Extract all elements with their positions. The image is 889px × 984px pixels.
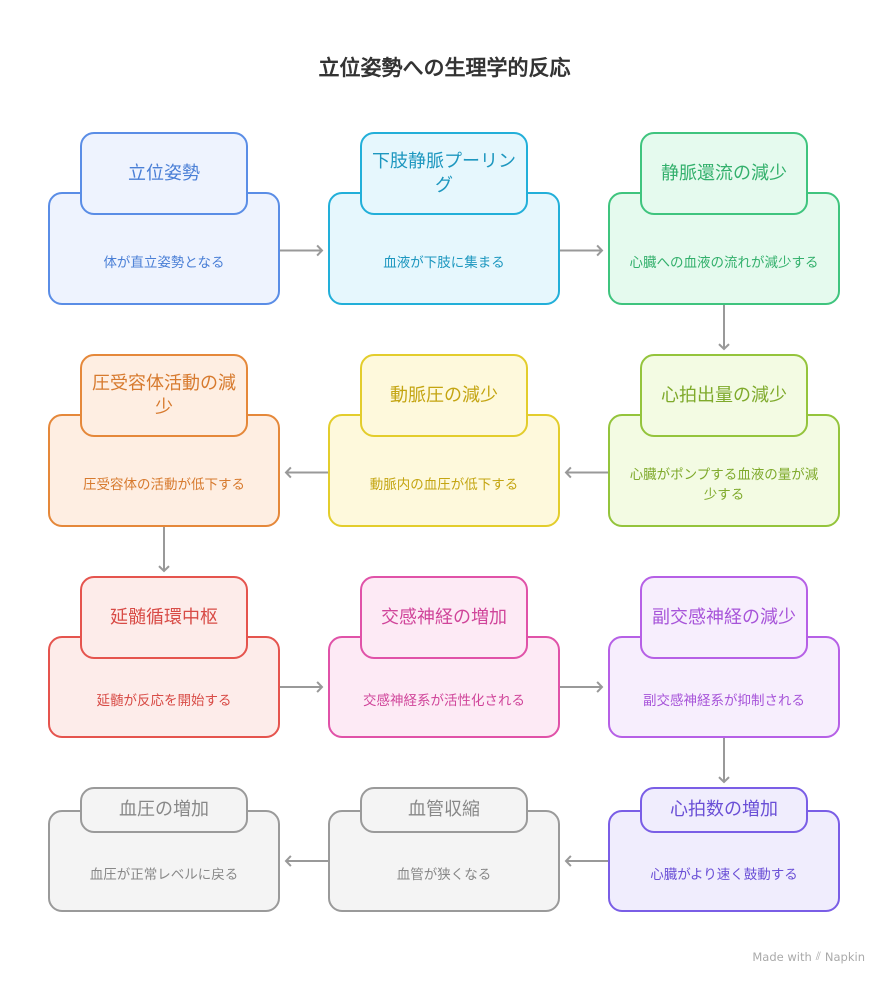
arrow-connector: [564, 855, 608, 867]
node-heading: 延髄循環中枢: [80, 576, 248, 659]
arrow-connector: [280, 244, 324, 257]
arrow-connector: [158, 527, 170, 573]
napkin-watermark: Made with ⫽ Napkin: [752, 949, 865, 964]
arrow-connector: [560, 244, 604, 257]
node-heading: 動脈圧の減少: [360, 354, 528, 437]
node-heading: 副交感神経の減少: [640, 576, 808, 659]
arrow-connector: [718, 738, 730, 784]
made-with-label: Made with: [752, 949, 812, 964]
brand-label: Napkin: [824, 949, 865, 964]
arrow-connector: [560, 681, 604, 693]
arrow-connector: [284, 466, 328, 479]
node-heading: 交感神経の増加: [360, 576, 528, 659]
node-heading: 心拍数の増加: [640, 787, 808, 833]
node-heading: 圧受容体活動の減少: [80, 354, 248, 437]
node-heading: 下肢静脈プーリング: [360, 132, 528, 215]
node-heading: 立位姿勢: [80, 132, 248, 215]
diagram-title: 立位姿勢への生理学的反応: [318, 56, 571, 80]
node-heading: 血圧の増加: [80, 787, 248, 833]
node-heading: 血管収縮: [360, 787, 528, 833]
arrow-connector: [280, 681, 324, 693]
arrow-connector: [284, 855, 328, 867]
arrow-connector: [564, 466, 608, 479]
node-heading: 静脈還流の減少: [640, 132, 808, 215]
node-heading: 心拍出量の減少: [640, 354, 808, 437]
arrow-connector: [718, 305, 730, 351]
napkin-logo-icon: ⫽: [815, 949, 821, 963]
